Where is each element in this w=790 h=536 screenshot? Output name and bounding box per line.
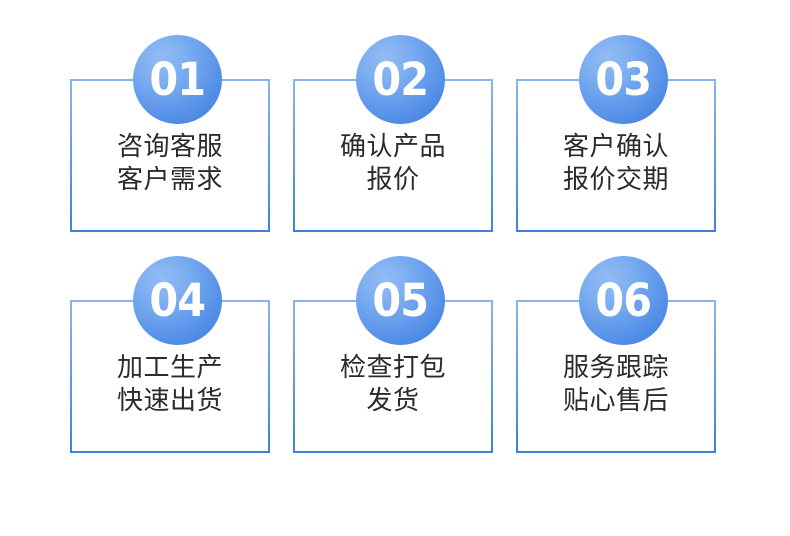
step-label: 确认产品 报价 <box>293 131 493 198</box>
step-number-label: 03 <box>595 53 653 106</box>
card-border-right <box>268 79 270 232</box>
card-border-left <box>70 79 72 232</box>
step-label-line-2: 报价交期 <box>562 165 669 196</box>
step-label-line-2: 发货 <box>366 386 420 417</box>
step-label: 咨询客服 客户需求 <box>70 131 270 198</box>
card-border-bottom <box>70 451 270 453</box>
card-border-left <box>516 79 518 232</box>
step-number-label: 06 <box>595 274 653 327</box>
card-border-right <box>491 79 493 232</box>
step-card-03[interactable]: 03 客户确认 报价交期 <box>516 35 716 232</box>
step-label-line-1: 检查打包 <box>339 353 446 383</box>
steps-grid: 01 咨询客服 客户需求 02 确认产品 报价 <box>70 35 718 453</box>
step-label-line-1: 咨询客服 <box>116 132 223 162</box>
step-number-badge: 02 <box>356 35 445 124</box>
step-number-label: 05 <box>372 274 430 327</box>
card-border-left <box>516 300 518 453</box>
step-label-line-2: 贴心售后 <box>562 386 669 417</box>
step-number-badge: 05 <box>356 256 445 345</box>
step-label-line-1: 客户确认 <box>562 132 669 162</box>
card-border-right <box>714 79 716 232</box>
step-card-04[interactable]: 04 加工生产 快速出货 <box>70 256 270 453</box>
step-card-06[interactable]: 06 服务跟踪 贴心售后 <box>516 256 716 453</box>
card-border-bottom <box>516 451 716 453</box>
step-card-box <box>293 300 493 453</box>
card-border-right <box>491 300 493 453</box>
card-border-left <box>293 300 295 453</box>
card-border-right <box>714 300 716 453</box>
step-number-badge: 03 <box>579 35 668 124</box>
card-border-bottom <box>293 451 493 453</box>
step-label-line-2: 快速出货 <box>116 386 223 417</box>
card-border-right <box>268 300 270 453</box>
card-border-bottom <box>70 230 270 232</box>
step-number-badge: 04 <box>133 256 222 345</box>
step-number-label: 02 <box>372 53 430 106</box>
step-card-01[interactable]: 01 咨询客服 客户需求 <box>70 35 270 232</box>
step-number-badge: 01 <box>133 35 222 124</box>
card-border-left <box>293 79 295 232</box>
step-label: 客户确认 报价交期 <box>516 131 716 198</box>
step-card-05[interactable]: 05 检查打包 发货 <box>293 256 493 453</box>
step-label-line-1: 服务跟踪 <box>562 353 669 383</box>
card-border-left <box>70 300 72 453</box>
step-label: 检查打包 发货 <box>293 352 493 419</box>
step-label-line-1: 确认产品 <box>339 132 446 162</box>
card-border-bottom <box>293 230 493 232</box>
step-number-label: 04 <box>149 274 207 327</box>
step-label-line-2: 客户需求 <box>116 165 223 196</box>
step-card-02[interactable]: 02 确认产品 报价 <box>293 35 493 232</box>
step-card-box <box>70 300 270 453</box>
step-label-line-1: 加工生产 <box>116 353 223 383</box>
step-label: 服务跟踪 贴心售后 <box>516 352 716 419</box>
card-border-bottom <box>516 230 716 232</box>
step-label: 加工生产 快速出货 <box>70 352 270 419</box>
step-number-label: 01 <box>149 53 207 106</box>
step-label-line-2: 报价 <box>366 165 420 196</box>
step-number-badge: 06 <box>579 256 668 345</box>
